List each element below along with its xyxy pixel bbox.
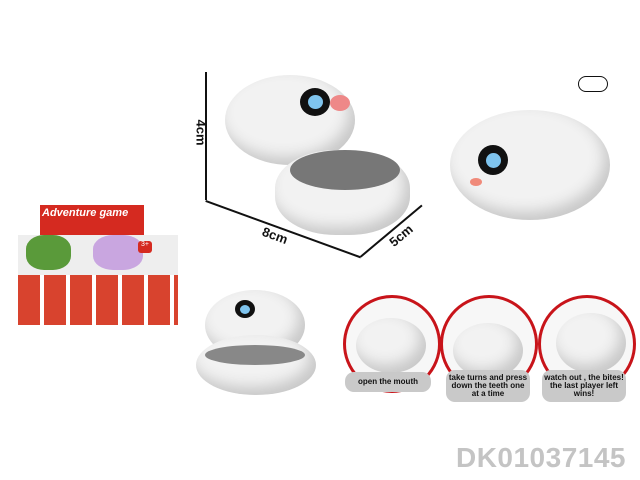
step-3-caption: watch out , the bites! the last player l… — [542, 370, 626, 402]
step-2-image — [440, 295, 538, 393]
step-1-image — [343, 295, 441, 393]
age-badge: 3+ — [138, 241, 152, 253]
height-label: 4cm — [193, 119, 209, 146]
box-logo: Adventure game — [40, 205, 144, 235]
display-box-image: Adventure game 3+ — [18, 205, 178, 325]
step-2-caption: take turns and press down the teeth one … — [446, 370, 530, 402]
height-line — [205, 72, 207, 200]
oval-marker — [578, 76, 608, 92]
length-label: 8cm — [260, 224, 290, 247]
product-code: DK01037145 — [455, 442, 626, 473]
width-label: 5cm — [386, 221, 416, 250]
step-1-caption: open the mouth — [345, 372, 431, 392]
